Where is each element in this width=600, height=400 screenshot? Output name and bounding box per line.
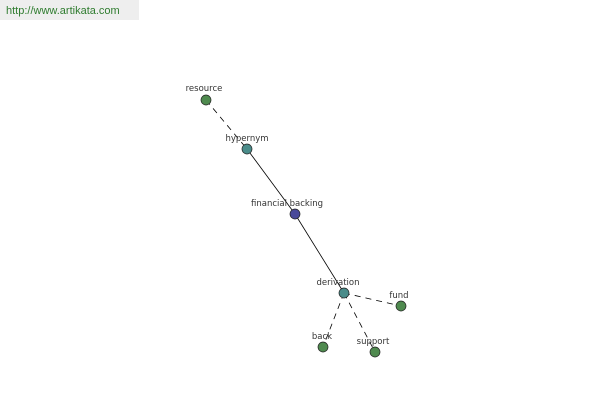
- edge-financial-backing-to-derivation: [294, 213, 345, 294]
- edges-layer: [205, 99, 402, 353]
- node-dot-back[interactable]: [317, 341, 329, 353]
- node-financial-backing[interactable]: financial backing: [251, 199, 323, 220]
- source-url-label[interactable]: http://www.artikata.com: [0, 0, 139, 20]
- node-dot-support[interactable]: [369, 346, 381, 358]
- edge-hypernym-to-financial-backing: [246, 148, 296, 215]
- node-label-hypernym[interactable]: hypernym: [225, 134, 268, 144]
- edge-derivation-to-fund: [343, 292, 402, 307]
- edge-derivation-to-support: [343, 292, 376, 353]
- node-dot-financial-backing[interactable]: [289, 208, 301, 220]
- node-fund[interactable]: fund: [389, 291, 409, 312]
- node-dot-derivation[interactable]: [338, 287, 350, 299]
- node-back[interactable]: back: [312, 332, 332, 353]
- nodes-layer: resource hypernym financial backing derivat…: [186, 84, 409, 358]
- node-hypernym[interactable]: hypernym: [225, 134, 269, 155]
- node-resource[interactable]: resource: [186, 84, 223, 106]
- node-label-support[interactable]: support: [357, 337, 390, 347]
- node-label-back[interactable]: back: [312, 332, 332, 342]
- node-support[interactable]: support: [357, 337, 390, 358]
- node-label-financial-backing[interactable]: financial backing: [251, 199, 323, 209]
- node-derivation[interactable]: derivation: [316, 278, 360, 299]
- node-label-fund[interactable]: fund: [389, 291, 408, 301]
- node-dot-fund[interactable]: [395, 300, 407, 312]
- node-label-derivation[interactable]: derivation: [316, 278, 359, 288]
- node-label-resource[interactable]: resource: [186, 84, 223, 94]
- edge-derivation-to-back: [322, 292, 345, 348]
- node-dot-hypernym[interactable]: [241, 143, 253, 155]
- node-dot-resource[interactable]: [200, 94, 212, 106]
